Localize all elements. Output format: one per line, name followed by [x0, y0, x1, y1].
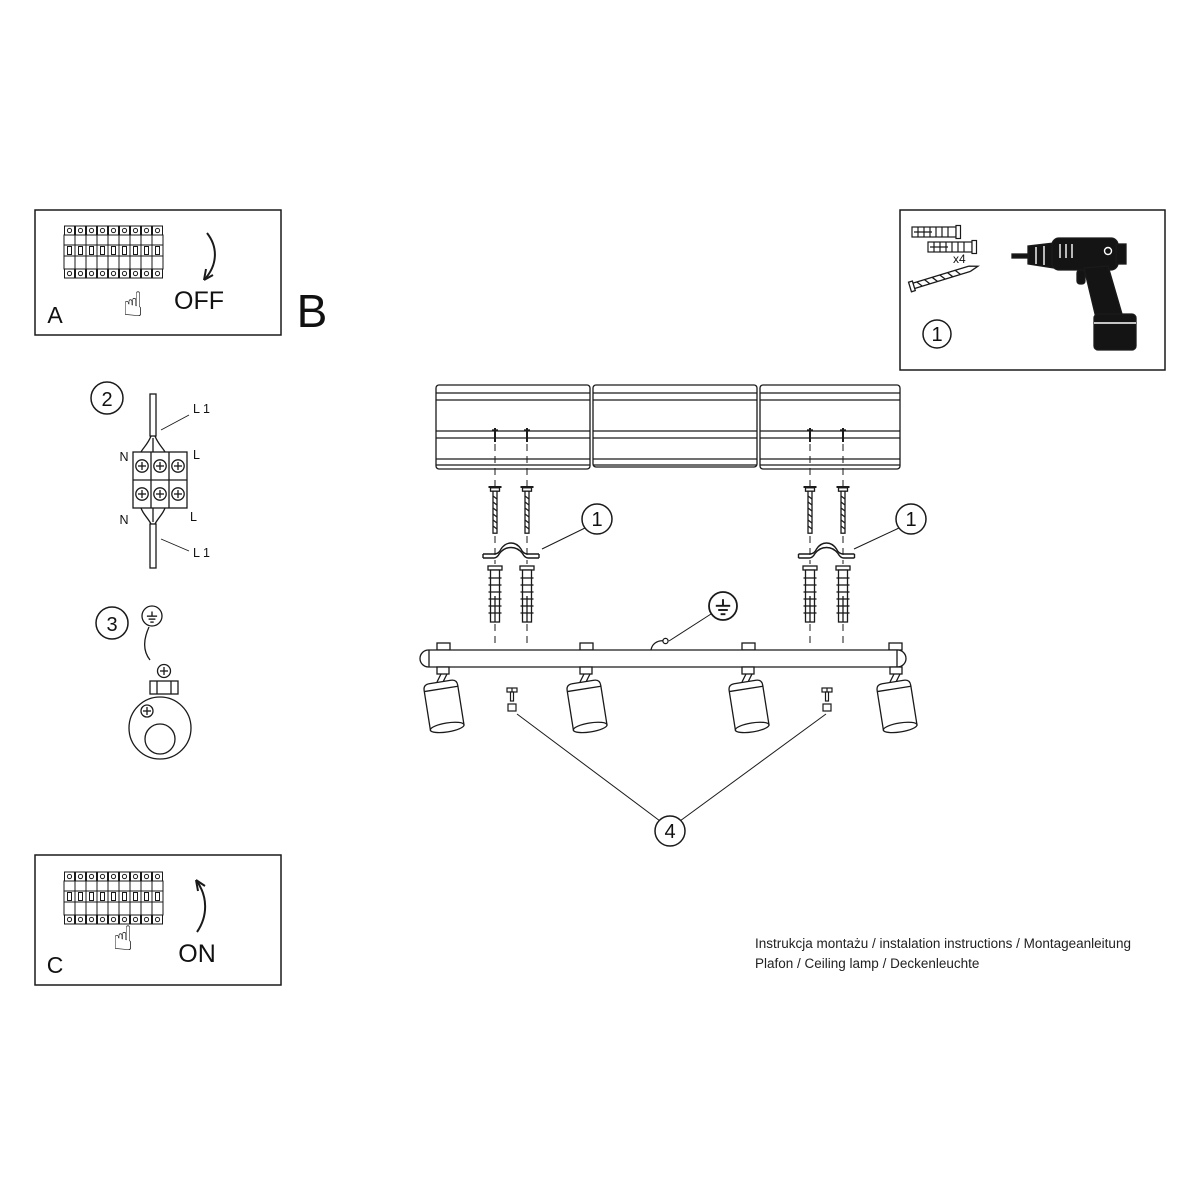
callout-1-right-number: 1 [905, 509, 916, 531]
step-2-badge [90, 381, 124, 415]
earth-clamp-diagram [95, 605, 192, 760]
callout-1-right-badge [895, 503, 927, 535]
bracket-callouts [541, 503, 927, 550]
off-arrow-icon [203, 232, 216, 281]
earth-wire [650, 640, 664, 651]
wall-anchor-icon [519, 565, 535, 623]
screw-icon [907, 265, 980, 293]
step-1-number: 1 [931, 324, 942, 346]
footer-line-1: Instrukcja montażu / instalation instruc… [755, 936, 1131, 951]
breaker-panel-icon [64, 872, 163, 924]
ground-callout [668, 591, 738, 642]
panel-c-label: C [47, 952, 64, 978]
terminal-block-icon [132, 451, 188, 509]
callout-4-number: 4 [664, 821, 675, 843]
screw-callout [516, 713, 827, 847]
panel-c-frame [34, 854, 282, 986]
hand-icon: ☝ [123, 286, 144, 324]
step-2-number: 2 [101, 389, 112, 411]
lamp-bar [419, 637, 919, 736]
wire-label-n-bottom: N [119, 513, 128, 527]
power-off-panel [34, 209, 282, 336]
mounting-screw-icon [835, 486, 851, 535]
drill-icon [1011, 237, 1137, 351]
mounting-screw-icon [802, 486, 818, 535]
tools-panel [899, 209, 1166, 371]
step-3-badge [95, 606, 129, 640]
step-1-badge [922, 319, 952, 349]
mounting-bracket-icon [482, 542, 540, 559]
power-on-panel [34, 854, 282, 986]
callout-1-left-badge [581, 503, 613, 535]
callout-4-badge [654, 815, 686, 847]
clamp-body [149, 680, 179, 695]
lock-screw-icon [821, 687, 833, 712]
panel-a-frame [34, 209, 282, 336]
spotlight-icon [422, 666, 466, 736]
callout-1-left-number: 1 [591, 509, 602, 531]
wall-anchor-icon [835, 565, 851, 623]
off-label: OFF [174, 287, 224, 315]
tools-panel-frame [899, 209, 1166, 371]
spotlight-icon [565, 666, 609, 736]
earth-wire [143, 626, 151, 661]
canopy-icon [128, 696, 192, 760]
panel-a-label: A [47, 302, 63, 328]
wire-label-l-top: L [193, 448, 200, 462]
breaker-panel-icon [64, 226, 163, 278]
lamp-bar-body [419, 649, 907, 668]
wire-bottom [149, 523, 157, 569]
mounting-screw-icon [487, 486, 503, 535]
step-3-number: 3 [106, 614, 117, 636]
wire-label-l1-bottom: L 1 [193, 546, 210, 560]
ceiling-rail [435, 384, 901, 470]
wall-anchor-icon [802, 565, 818, 623]
mounting-bracket-icon [797, 542, 856, 559]
lock-screw-icon [506, 687, 518, 712]
wire-label-l-bottom: L [190, 510, 197, 524]
wire-label-n-top: N [119, 450, 128, 464]
wall-plug-icon [911, 224, 962, 240]
fastener-columns [482, 444, 856, 648]
mounting-screw-icon [519, 486, 535, 535]
wire-label-l1-top: L 1 [193, 402, 210, 416]
hand-icon: ☝ [113, 920, 134, 958]
quantity-label: x4 [953, 252, 966, 266]
spotlight-icon [875, 666, 919, 736]
footer-line-2: Plafon / Ceiling lamp / Deckenleuchte [755, 956, 979, 971]
spotlight-icon [727, 666, 771, 736]
wall-anchor-icon [487, 565, 503, 623]
wire-top [149, 393, 157, 437]
section-b-label: B [297, 285, 328, 337]
on-label: ON [178, 940, 216, 968]
on-arrow-icon [195, 879, 207, 933]
wiring-diagram [90, 381, 190, 569]
